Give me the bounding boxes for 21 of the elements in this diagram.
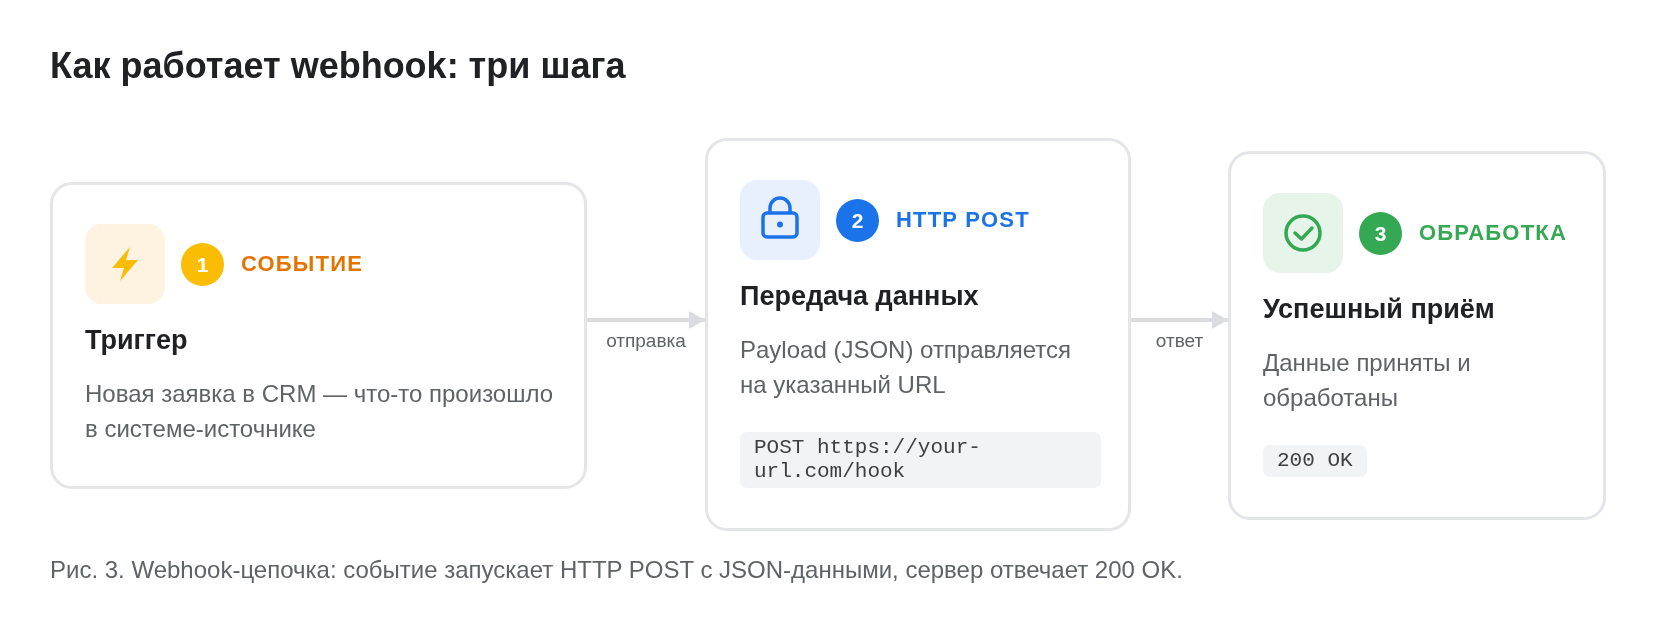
diagram-title: Как работает webhook: три шага [50,45,626,87]
step-number: 2 [836,198,879,242]
step-number: 1 [181,242,224,286]
card-description: Данные приняты и обработаны [1263,348,1472,413]
code-snippet: 200 OK [1263,445,1367,477]
card-description: Новая заявка в CRM — что-то произошло в системе-источнике [85,379,555,444]
code-snippet: POST https://your-url.com/hook [740,432,1101,488]
card-heading: Триггер [85,324,189,356]
step-label: СОБЫТИЕ [241,251,364,277]
card-description: Payload (JSON) отправляется на указанный URL [740,335,1073,400]
card-heading: Передача данных [740,280,980,312]
step-label: ОБРАБОТКА [1419,220,1568,246]
arrow [587,311,705,329]
card-heading: Успешный приём [1263,293,1496,325]
step-card [705,138,1131,531]
step-card [1228,151,1606,520]
step-card [50,182,587,489]
figure-caption: Рис. 3. Webhook-цепочка: событие запускает HTTP POST с JSON-данными, сервер отвечает 200 OK. [50,556,1183,584]
step-label: HTTP POST [896,207,1030,233]
step-number: 3 [1359,211,1402,255]
arrow [1131,311,1228,329]
